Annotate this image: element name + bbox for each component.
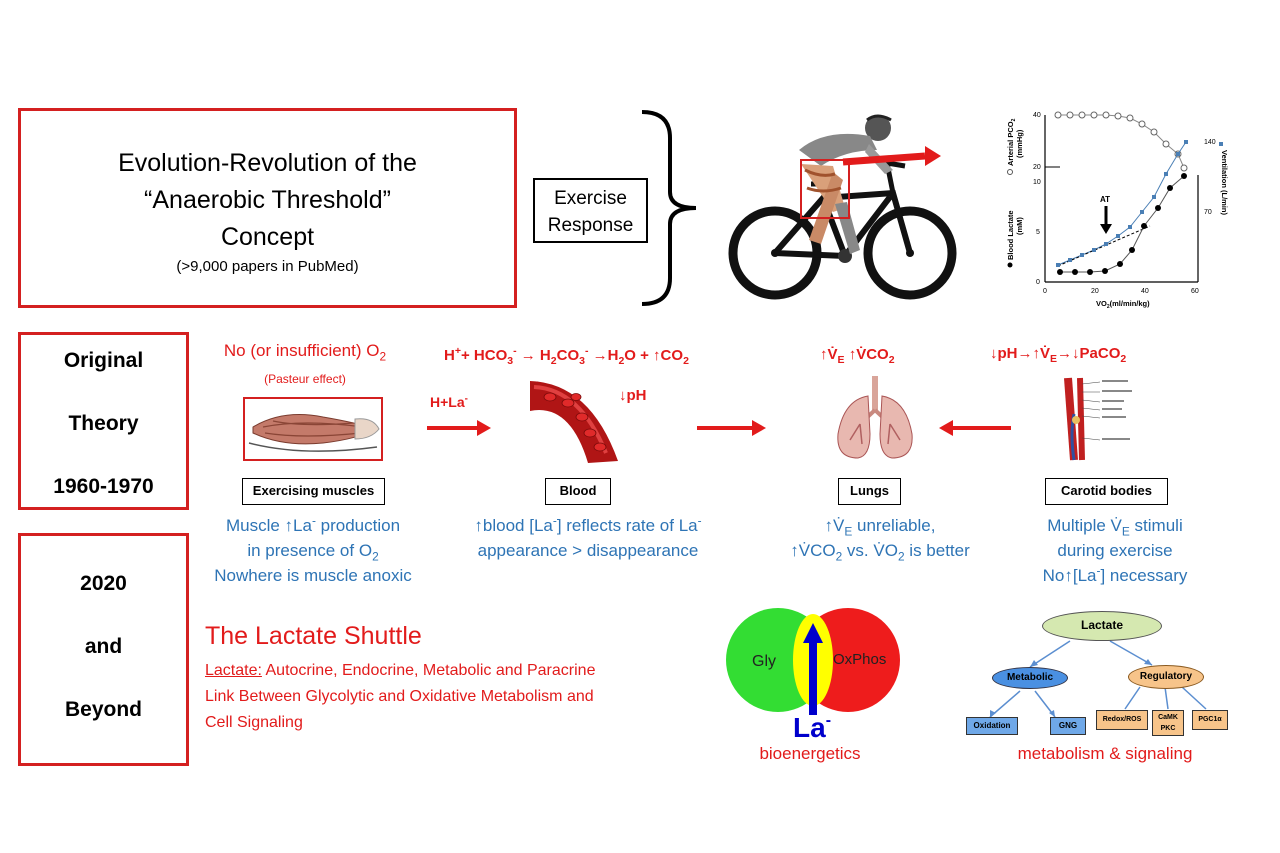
title-line-3: Concept [220,223,315,251]
arrow-carotid-to-lungs-icon [939,420,1011,436]
blood-finding: ↑blood [La-] reflects rate of La- appear… [474,513,702,560]
at-label: AT [1100,195,1110,204]
title-subtitle: (>9,000 papers in PubMed) [176,258,359,275]
exercise-response-line-1: Exercise [554,188,627,209]
o2-insufficient-text: No (or insufficient) O2 [223,341,387,364]
tick-right-140: 140 [1204,139,1216,146]
node-redox: Redox/ROS [1096,710,1148,730]
original-line-3: 1960-1970 [53,475,154,498]
lactate-shuttle-title: The Lactate Shuttle [205,622,422,650]
label-lungs: Lungs [838,478,901,505]
carotid-image [1064,377,1132,461]
axis-label-vo2: VO2(ml/min/kg) [1096,299,1150,310]
axis-unit-pco2: (mmHg) [1015,129,1024,158]
node-regulatory: Regulatory [1128,665,1204,689]
tick-top-40: 40 [1033,112,1041,119]
label-exercising-muscles: Exercising muscles [242,478,385,505]
tick-x-40: 40 [1141,288,1149,295]
oxphos-label: OxPhos [833,651,886,668]
ph-drop-label: ↓pH [619,387,647,404]
beyond-box: 2020 and Beyond [18,533,189,766]
exercise-response-line-2: Response [547,215,634,236]
brace-icon [641,110,697,306]
title-line-1: Evolution-Revolution of the [118,149,417,177]
carotid-chain-label: ↓pH→↑V̇E→↓PaCO2 [990,345,1127,365]
la-label: La- [793,712,831,743]
axis-label-lactate: Blood Lactate [1006,210,1015,260]
tick-left-5: 5 [1036,229,1040,236]
tick-x-0: 0 [1043,288,1047,295]
bicarbonate-reaction: H++ HCO3- → H2CO3- →H2O + ↑CO2 [444,345,689,367]
title-line-2: “Anaerobic Threshold” [144,186,391,214]
bioenergetics-caption: bioenergetics [759,744,861,763]
venn-diagram: Gly OxPhos La- [726,608,900,743]
title-box: Evolution-Revolution of the “Anaerobic T… [18,108,517,308]
metabolism-signaling-caption: metabolism & signaling [1017,744,1193,763]
node-oxidation: Oxidation [966,717,1018,735]
label-blood: Blood [545,478,611,505]
node-gng: GNG [1050,717,1086,735]
blood-vessel-image [530,381,618,463]
node-lactate: Lactate [1042,611,1162,641]
legend-open-circle-icon [1007,169,1013,175]
axis-unit-lactate: (mM) [1015,217,1024,235]
arrow-blood-to-lungs-icon [697,420,766,436]
lactate-shuttle-description: Lactate: Autocrine, Endocrine, Metabolic… [205,662,596,731]
pasteur-effect-text: (Pasteur effect) [264,372,346,386]
beyond-line-2: and [84,635,123,658]
lungs-image [837,376,913,459]
ve-vco2-label: ↑V̇E ↑V̇CO2 [820,346,895,366]
node-pgc1a: PGC1α [1192,710,1228,730]
muscle-image [243,397,383,461]
at-graph: 40 20 10 5 0 140 70 0 20 40 60 Arterial … [1006,111,1229,310]
exercise-response-box: Exercise Response [533,178,648,243]
original-line-1: Original [63,349,144,372]
tick-left-10: 10 [1033,179,1041,186]
la-up-arrow-icon [803,623,823,643]
gly-label: Gly [752,653,776,670]
arrow-muscle-to-blood-icon [427,420,491,436]
legend-filled-circle-icon [1007,262,1013,268]
lungs-finding: ↑V̇E unreliable, ↑V̇CO2 vs. V̇O2 is bett… [790,516,970,564]
label-carotid-bodies: Carotid bodies [1045,478,1168,505]
beyond-line-3: Beyond [64,698,142,721]
axis-label-ventilation: Ventilation (L/min) [1220,150,1229,216]
original-theory-box: Original Theory 1960-1970 [18,332,189,510]
axis-label-pco2: Arterial PCO2 [1006,118,1017,166]
node-metabolic: Metabolic [992,667,1068,689]
lactate-tree-connectors [989,640,1207,718]
tick-x-20: 20 [1091,288,1099,295]
legend-square-icon [1219,142,1223,146]
tick-right-70: 70 [1204,209,1212,216]
flow-arrow-icon [842,152,926,166]
tick-x-60: 60 [1191,288,1199,295]
cyclist-illustration [728,114,957,300]
muscle-finding: Muscle ↑La- production in presence of O2… [214,513,412,585]
rider-icon [799,114,893,254]
tick-left-0: 0 [1036,279,1040,286]
carotid-finding: Multiple V̇E stimuli during exercise No↑… [1042,516,1188,585]
original-line-2: Theory [68,412,139,435]
beyond-line-1: 2020 [80,572,127,595]
h-la-label: H+La- [430,393,468,410]
tick-top-20: 20 [1033,164,1041,171]
